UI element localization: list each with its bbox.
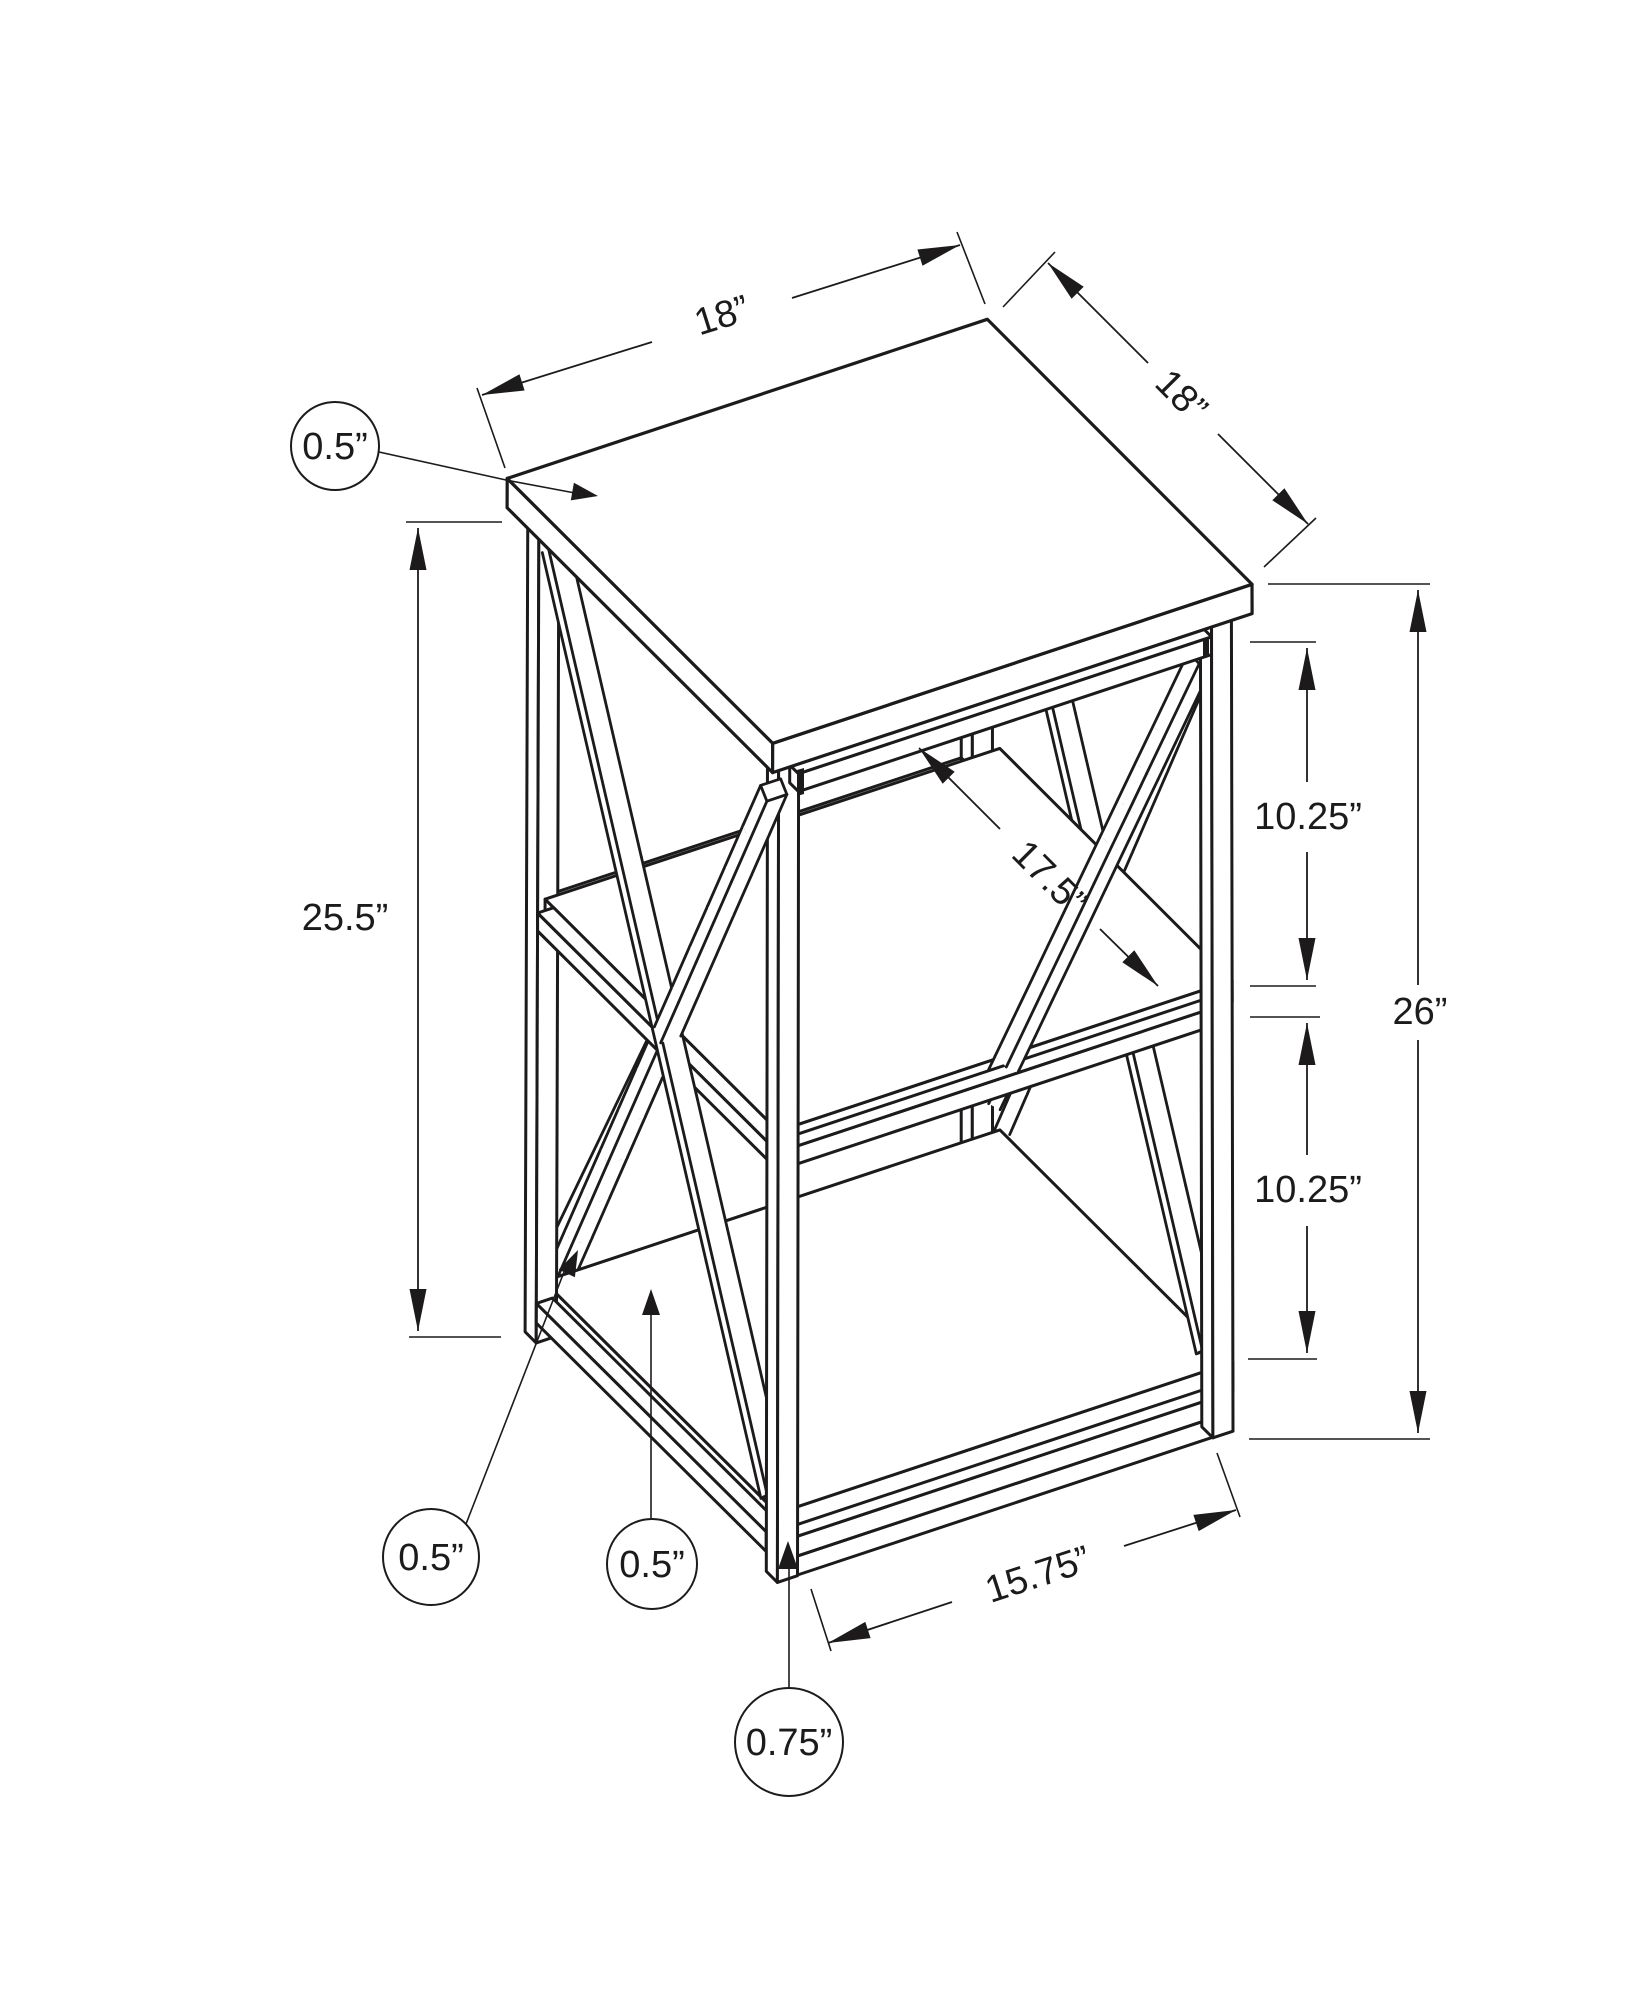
svg-text:10.25”: 10.25” (1254, 1169, 1362, 1211)
svg-text:0.5”: 0.5” (398, 1537, 463, 1579)
svg-text:10.25”: 10.25” (1254, 796, 1362, 838)
svg-text:0.5”: 0.5” (619, 1544, 684, 1586)
svg-text:0.5”: 0.5” (302, 426, 367, 468)
svg-text:26”: 26” (1393, 991, 1448, 1033)
svg-text:25.5”: 25.5” (302, 897, 389, 939)
svg-text:0.75”: 0.75” (746, 1722, 833, 1764)
